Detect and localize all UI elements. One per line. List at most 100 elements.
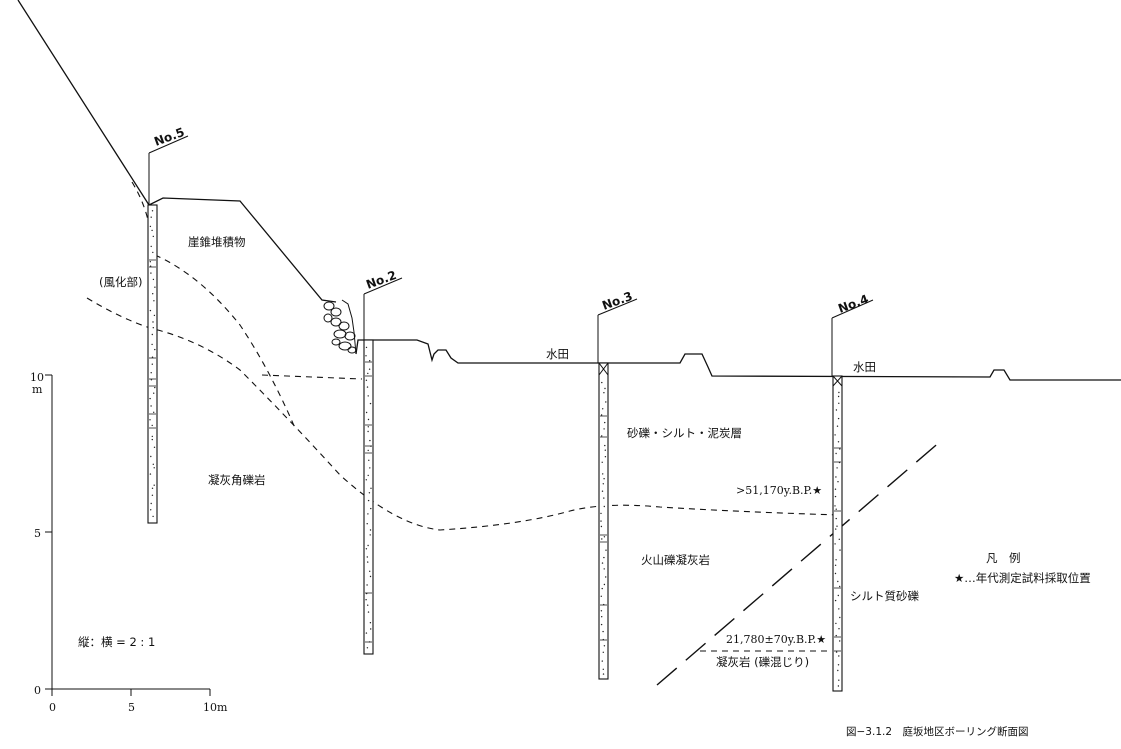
stipple-dot — [603, 568, 605, 570]
retaining-wall-stones — [323, 299, 357, 355]
figure-caption: 図−3.1.2 庭坂地区ボーリング断面図 — [846, 725, 1029, 738]
stipple-dot — [603, 556, 605, 559]
stipple-dot — [835, 651, 838, 653]
label-paddy-2: 水田 — [853, 360, 876, 374]
stipple-dot — [152, 327, 154, 329]
stipple-dot — [600, 595, 602, 597]
stipple-dot — [150, 455, 152, 458]
stipple-dot — [602, 630, 604, 633]
stipple-dot — [600, 512, 602, 515]
stipple-dot — [604, 456, 607, 458]
scale-ratio: 縦：横 = 2 : 1 — [78, 635, 155, 649]
borehole-label-no3: No.3 — [600, 289, 634, 313]
stipple-dot — [604, 449, 606, 451]
stipple-dot — [834, 505, 836, 507]
fault-line — [656, 439, 943, 686]
stipple-dot — [150, 509, 152, 511]
stipple-dot — [366, 523, 368, 525]
stipple-dot — [834, 599, 837, 602]
stipple-dot — [153, 314, 156, 317]
stipple-dot — [839, 549, 841, 551]
stipple-dot — [838, 391, 840, 394]
legend-title: 凡 例 — [986, 551, 1021, 565]
label-paddy-1: 水田 — [546, 347, 569, 361]
geologic-boundaries — [86, 181, 841, 652]
stipple-dot — [601, 538, 603, 540]
stipple-dot — [153, 446, 156, 448]
stipple-dot — [365, 379, 368, 381]
stipple-dot — [838, 628, 840, 630]
stipple-dot — [600, 520, 602, 522]
stipple-dot — [834, 564, 837, 566]
stipple-dot — [370, 507, 372, 510]
stipple-dot — [153, 300, 155, 302]
stipple-dot — [368, 368, 371, 370]
stipple-dot — [370, 628, 372, 630]
stipple-dot — [835, 517, 837, 520]
stipple-dot — [149, 261, 151, 263]
stipple-dot — [603, 497, 605, 499]
stipple-dot — [150, 245, 152, 248]
stipple-dot — [369, 575, 372, 578]
borehole-no4: No.4 — [831, 292, 874, 692]
stipple-dot — [367, 395, 369, 397]
stipple-dot — [603, 392, 605, 394]
stipple-dot — [604, 421, 606, 424]
stipple-dot — [149, 473, 152, 475]
stipple-dot — [838, 679, 840, 681]
v-tick-10: 10 — [30, 371, 44, 384]
stipple-dot — [153, 411, 155, 413]
stipple-dot — [151, 210, 154, 212]
stipple-dot — [153, 484, 155, 486]
stipple-dot — [835, 622, 837, 625]
stipple-dot — [149, 309, 152, 312]
stipple-dot — [152, 515, 154, 518]
stipple-dot — [153, 392, 155, 394]
stipple-dot — [602, 408, 604, 410]
stipple-dot — [838, 402, 840, 404]
stipple-dot — [152, 278, 155, 281]
label-tuff-gravel: 凝灰岩 (礫混じり) — [716, 655, 809, 669]
h-tick-5: 5 — [128, 701, 135, 714]
stipple-dot — [151, 435, 153, 438]
legend-item-star: ★…年代測定試料採取位置 — [954, 571, 1091, 585]
borehole-label-no5: No.5 — [152, 125, 186, 149]
stipple-dot — [369, 402, 372, 405]
label-tuff-breccia: 凝灰角礫岩 — [208, 473, 266, 487]
stipple-dot — [366, 386, 369, 388]
stipple-dot — [366, 584, 368, 586]
stipple-dot — [369, 439, 371, 442]
stipple-dot — [149, 225, 152, 228]
label-silty-gravel: シルト質砂礫 — [850, 589, 919, 603]
stipple-dot — [367, 544, 369, 547]
stipple-dot — [836, 467, 838, 469]
stipple-dot — [370, 487, 372, 489]
stipple-dot — [149, 265, 152, 267]
stipple-dot — [369, 529, 372, 531]
stipple-dot — [154, 286, 156, 288]
stipple-dot — [149, 397, 151, 400]
stipple-dot — [365, 632, 368, 634]
stipple-dot — [836, 525, 838, 527]
stipple-dot — [600, 414, 603, 416]
stipple-dot — [366, 556, 368, 558]
stipple-dot — [150, 502, 152, 505]
label-weathered: (風化部) — [99, 275, 142, 289]
stipple-dot — [151, 487, 154, 489]
stipple-dot — [837, 417, 840, 420]
stipple-dot — [369, 534, 371, 536]
stipple-dot — [365, 479, 367, 481]
stipple-dot — [368, 459, 370, 461]
stipple-dot — [154, 386, 156, 389]
stipple-dot — [603, 428, 605, 430]
stipple-dot — [837, 580, 839, 583]
stipple-dot — [367, 513, 369, 515]
stipple-dot — [151, 363, 153, 365]
stipple-dot — [603, 505, 605, 508]
date-upper: >51,170y.B.P.★ — [736, 484, 822, 497]
borehole-no2: No.2 — [363, 268, 403, 655]
stipple-dot — [836, 425, 839, 427]
v-tick-5: 5 — [34, 527, 41, 540]
stipple-dot — [839, 616, 841, 619]
stipple-dot — [149, 419, 151, 421]
